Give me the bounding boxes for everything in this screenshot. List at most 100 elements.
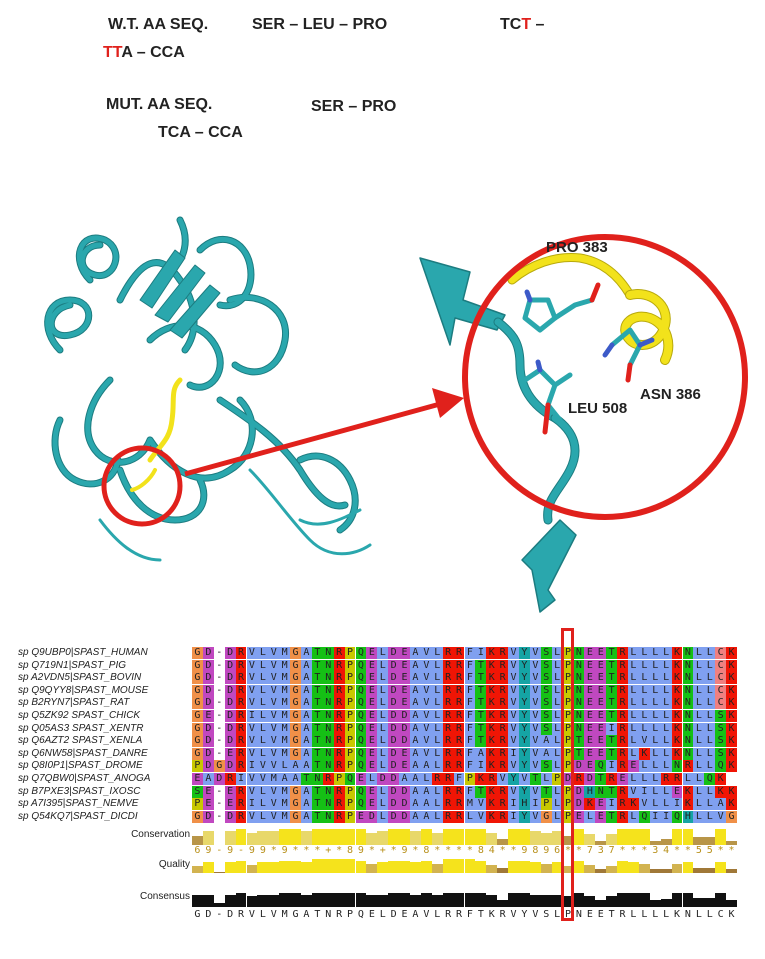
conservation-bar	[529, 831, 541, 846]
residue-cell: V	[268, 810, 280, 823]
residue-cell: E	[366, 722, 378, 735]
quality-bar	[693, 867, 705, 874]
residue-cell: V	[508, 684, 519, 697]
conservation-bar	[202, 831, 214, 846]
residue-cell: K	[726, 747, 737, 760]
residue-cell: V	[529, 697, 541, 710]
residue-cell: G	[290, 659, 301, 672]
residue-cell: L	[649, 735, 661, 748]
residue-cell: L	[551, 722, 563, 735]
residue-cell: A	[279, 773, 291, 785]
residue-cell: K	[726, 798, 737, 811]
consensus-bar	[497, 900, 509, 908]
protein-ribbon-zoom	[419, 252, 674, 613]
residue-cell: V	[246, 722, 258, 735]
species-label: sp Q6AZT2 SPAST_XENLA	[18, 735, 143, 747]
residue-cell: D	[213, 773, 225, 785]
residue-cell: N	[682, 659, 694, 672]
residue-cell: V	[268, 722, 280, 735]
residue-cell: R	[442, 659, 454, 672]
quality-bar	[355, 860, 367, 874]
residue-cell: G	[540, 810, 552, 823]
residue-cell: T	[475, 785, 487, 798]
residue-cell: E	[595, 710, 607, 722]
residue-cell: K	[486, 659, 498, 672]
conservation-bar	[464, 829, 476, 846]
residue-cell: R	[442, 798, 454, 811]
residue-cell: T	[606, 672, 618, 685]
residue-cell: L	[257, 647, 269, 659]
conservation-score: 9	[248, 845, 255, 857]
residue-cell: P	[344, 785, 356, 798]
residue-cell: S	[540, 672, 552, 685]
residue-cell: Q	[671, 810, 683, 823]
residue-cell: Q	[638, 810, 650, 823]
residue-cell: R	[453, 785, 465, 798]
residue-cell: D	[202, 747, 214, 760]
residue-cell: D	[584, 773, 596, 785]
residue-cell: L	[693, 684, 705, 697]
residue-cell: -	[213, 659, 225, 672]
residue-cell: R	[453, 747, 465, 760]
consensus-bar	[322, 893, 334, 908]
residue-cell: A	[301, 798, 312, 811]
residue-cell: E	[617, 773, 628, 785]
residue-cell: D	[224, 697, 236, 710]
consensus-residue: D	[390, 909, 397, 921]
residue-cell: L	[431, 722, 443, 735]
residue-cell: E	[399, 647, 410, 659]
residue-cell: T	[311, 735, 323, 748]
residue-cell: V	[246, 785, 258, 798]
residue-cell: T	[311, 684, 323, 697]
residue-cell: G	[290, 647, 301, 659]
residue-cell: V	[529, 785, 541, 798]
residue-cell: G	[290, 785, 301, 798]
quality-bar	[268, 862, 280, 874]
wt-codon-part-a: TCT –	[500, 16, 544, 34]
conservation-score: *	[619, 845, 626, 857]
residue-cell: N	[322, 659, 334, 672]
residue-cell: A	[475, 747, 487, 760]
residue-cell: N	[573, 672, 585, 685]
residue-cell: D	[399, 710, 410, 722]
conservation-bar	[508, 829, 519, 846]
residue-cell: D	[202, 722, 214, 735]
residue-cell: E	[584, 659, 596, 672]
residue-cell: A	[410, 672, 421, 685]
residue-cell: E	[224, 747, 236, 760]
residue-cell: P	[540, 798, 552, 811]
consensus-bar	[202, 894, 214, 908]
residue-cell: L	[628, 747, 639, 760]
residue-cell: -	[213, 747, 225, 760]
residue-cell: L	[551, 710, 563, 722]
residue-cell: R	[235, 760, 247, 773]
residue-cell: M	[279, 659, 291, 672]
residue-cell: L	[649, 697, 661, 710]
conservation-bar	[333, 829, 345, 846]
residue-cell: K	[486, 710, 498, 722]
conservation-bar	[431, 832, 443, 846]
conservation-score: +	[325, 845, 332, 857]
residue-cell: N	[573, 684, 585, 697]
conservation-score: *	[456, 845, 463, 857]
conservation-score: 8	[532, 845, 539, 857]
residue-cell: L	[660, 697, 672, 710]
residue-cell: L	[638, 647, 650, 659]
residue-cell: V	[257, 760, 269, 773]
conservation-bar	[671, 829, 683, 846]
consensus-bar	[540, 894, 552, 908]
residue-cell: L	[551, 647, 563, 659]
conservation-bar	[410, 831, 421, 846]
residue-cell: T	[606, 697, 618, 710]
conservation-bar	[638, 829, 650, 846]
residue-cell: R	[617, 710, 628, 722]
residue-cell: M	[279, 684, 291, 697]
consensus-bar	[617, 893, 628, 908]
residue-cell: E	[366, 684, 378, 697]
quality-bar	[202, 862, 214, 874]
consensus-residue: T	[314, 909, 321, 921]
residue-cell: D	[573, 798, 585, 811]
residue-cell: R	[235, 735, 247, 748]
residue-cell: R	[333, 710, 345, 722]
residue-cell: M	[279, 785, 291, 798]
